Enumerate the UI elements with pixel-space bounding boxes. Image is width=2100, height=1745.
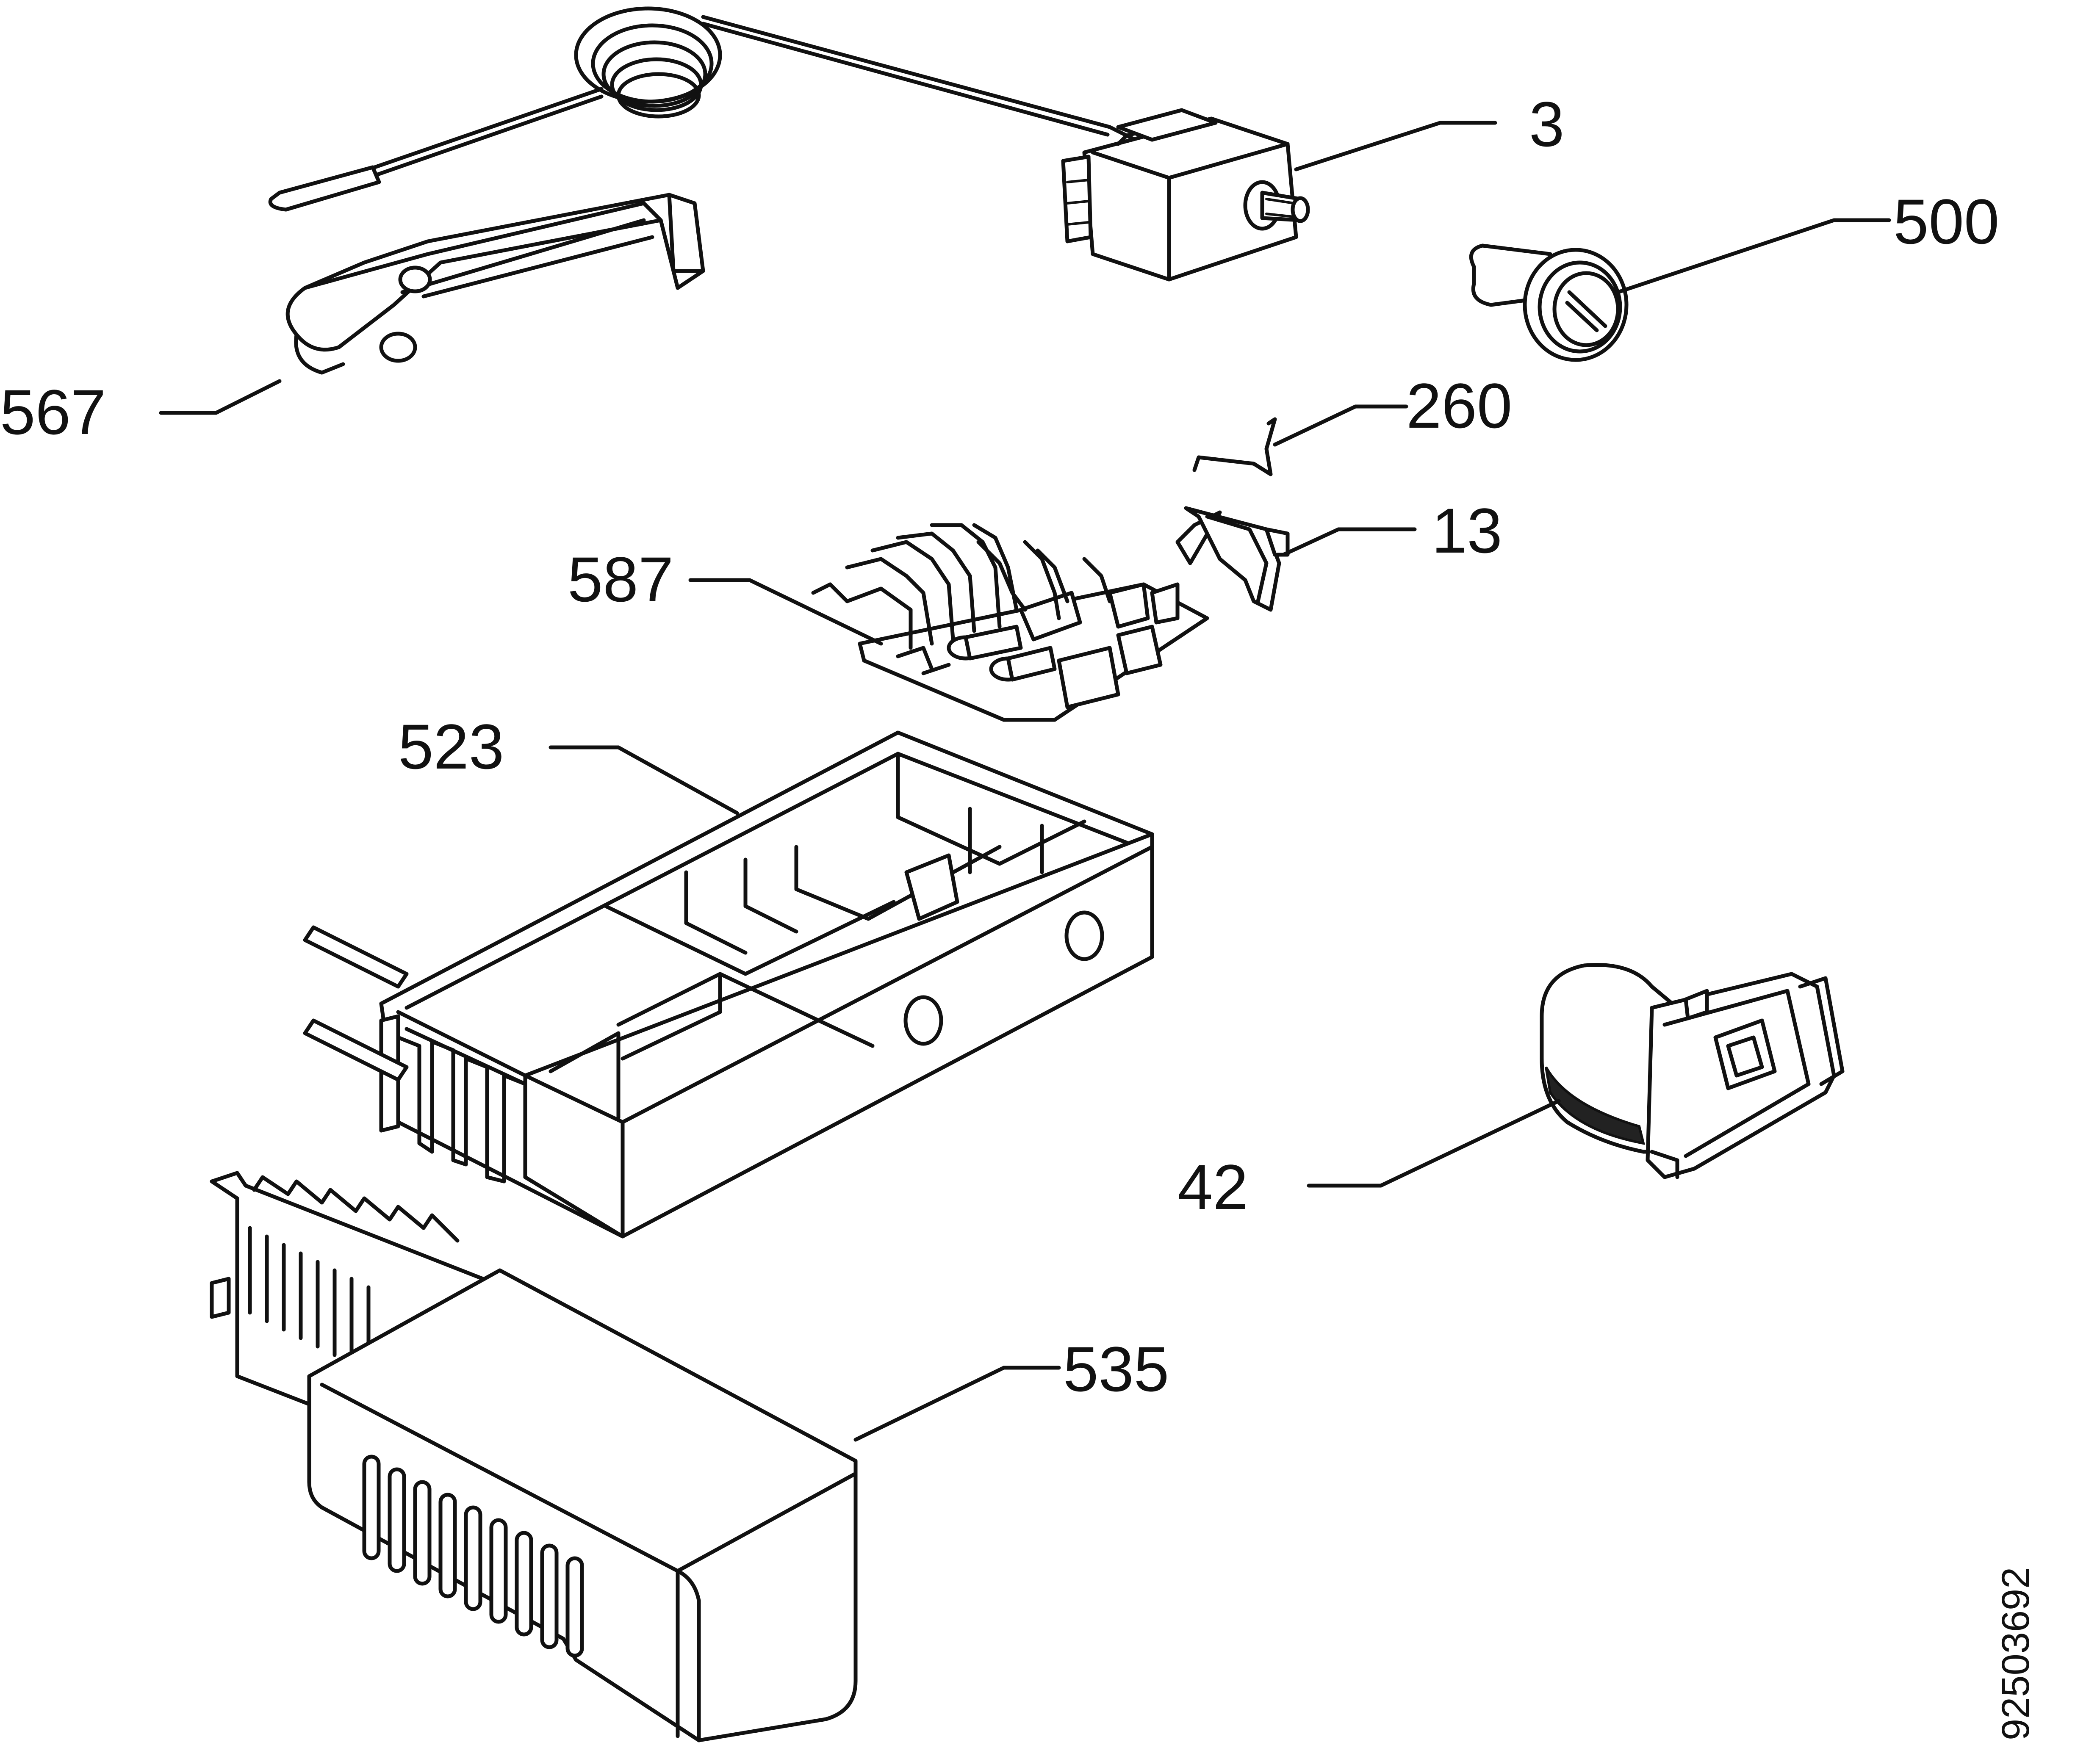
leader-535 [853, 1366, 1061, 1442]
callout-labels: 3 500 567 260 13 587 523 42 535 [0, 88, 1999, 1405]
callout-42: 42 [1177, 1151, 1248, 1222]
leader-lines [159, 121, 1891, 1442]
leader-500 [1616, 218, 1891, 294]
leader-260 [1273, 404, 1408, 447]
callout-587: 587 [568, 544, 673, 615]
callout-260: 260 [1406, 370, 1512, 441]
lamp-holder-part-42 [1540, 963, 1845, 1179]
callout-567: 567 [0, 376, 106, 448]
knob-part-500 [1469, 243, 1629, 362]
leader-587 [688, 578, 883, 646]
callout-3: 3 [1529, 88, 1564, 160]
document-number: 925036​92 [1994, 1567, 2037, 1740]
leader-13 [1281, 527, 1417, 557]
cover-part-535 [210, 1171, 858, 1742]
spring-clip-part-260 [1192, 417, 1277, 476]
callout-535: 535 [1063, 1333, 1169, 1405]
callout-13: 13 [1432, 495, 1502, 566]
thermostat-part-3 [268, 6, 1310, 282]
small-bracket-part-13 [1175, 506, 1290, 612]
terminal-block-part-587 [811, 523, 1209, 722]
leader-567 [159, 379, 282, 415]
leader-3 [1294, 121, 1497, 171]
housing-box-part-523 [303, 730, 1154, 1239]
callout-523: 523 [398, 711, 504, 782]
bracket-part-567 [285, 193, 705, 375]
callout-500: 500 [1893, 186, 1999, 257]
leader-523 [549, 745, 739, 815]
leader-42 [1307, 1099, 1561, 1188]
